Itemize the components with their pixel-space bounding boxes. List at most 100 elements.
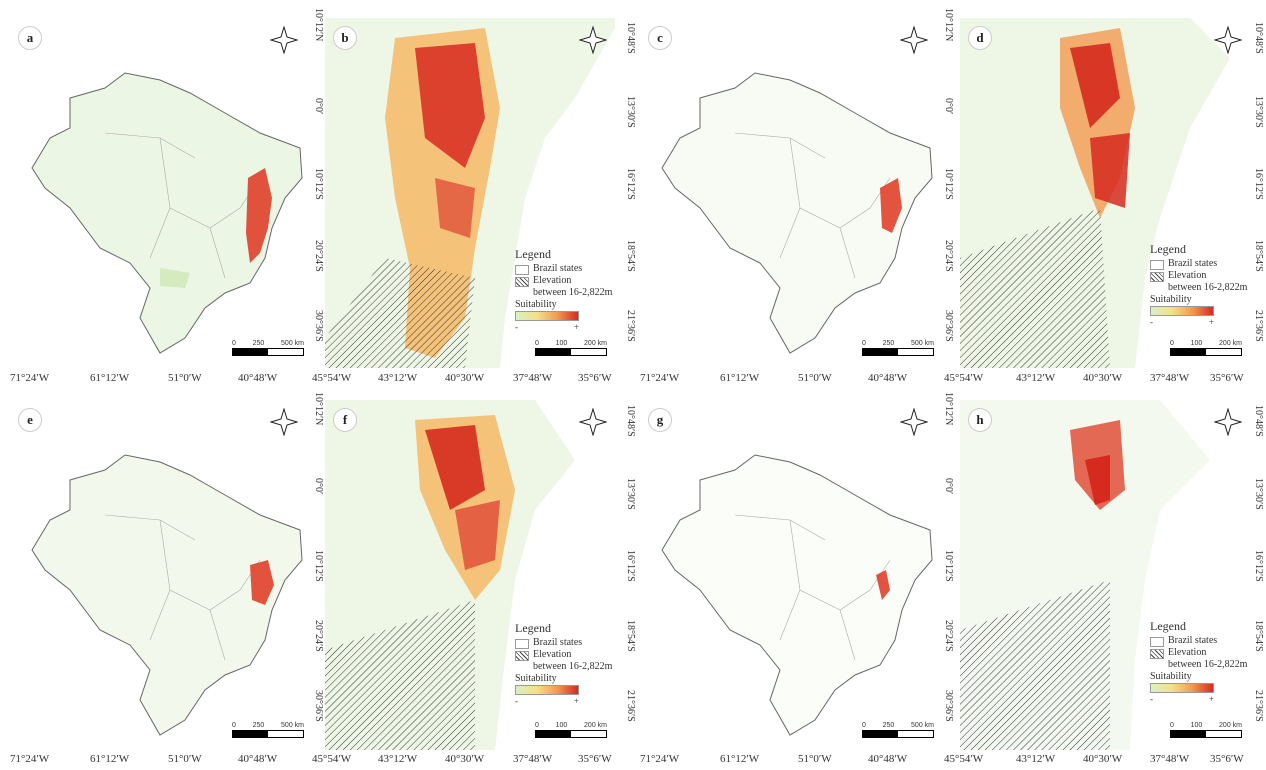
x-axis-label: 61°12′W (720, 372, 760, 384)
y-axis-label: 30°36′S (943, 690, 954, 722)
x-axis-label: 35°6′W (578, 372, 612, 384)
y-axis-label: 21°36′S (1253, 690, 1264, 722)
y-axis-label: 10°12′N (313, 392, 324, 426)
y-axis-label: 16°12′S (625, 550, 636, 582)
y-axis-label: 16°12′S (1253, 550, 1264, 582)
north-arrow-icon (270, 408, 298, 436)
x-axis-label: 43°12′W (1016, 753, 1056, 765)
y-axis-label: 16°12′S (625, 168, 636, 200)
brazil-map-a (31, 72, 303, 354)
y-axis-label: 0°0′ (313, 478, 324, 495)
north-arrow-icon (1214, 408, 1242, 436)
y-axis-label: 0°0′ (943, 478, 954, 495)
y-axis-label: 13°30′S (1253, 96, 1264, 128)
y-axis-label: 13°30′S (625, 96, 636, 128)
x-axis-label: 51°0′W (798, 753, 832, 765)
x-axis-label: 71°24′W (10, 372, 50, 384)
y-axis-label: 10°12′N (943, 8, 954, 42)
y-axis-label: 30°36′S (313, 310, 324, 342)
y-axis-label: 10°48′S (625, 22, 636, 54)
y-axis-label: 30°36′S (313, 690, 324, 722)
north-arrow-icon (900, 26, 928, 54)
zoom-map-h (960, 400, 1250, 750)
x-axis-label: 37°48′W (1150, 753, 1190, 765)
y-axis-label: 10°12′S (313, 550, 324, 582)
x-axis-label: 35°6′W (1210, 372, 1244, 384)
brazil-map-c (661, 72, 933, 354)
x-axis-label: 61°12′W (90, 753, 130, 765)
panel-letter-c: c (648, 26, 672, 50)
y-axis-label: 20°24′S (943, 620, 954, 652)
x-axis-label: 40°30′W (1083, 753, 1123, 765)
x-axis-label: 35°6′W (1210, 753, 1244, 765)
y-axis-label: 10°12′S (313, 168, 324, 200)
x-axis-label: 40°48′W (868, 753, 908, 765)
x-axis-label: 45°54′W (944, 753, 984, 765)
y-axis-label: 20°24′S (313, 240, 324, 272)
north-arrow-icon (1214, 26, 1242, 54)
y-axis-label: 18°54′S (1253, 240, 1264, 272)
x-axis-label: 37°48′W (513, 753, 553, 765)
north-arrow-icon (900, 408, 928, 436)
x-axis-label: 35°6′W (578, 753, 612, 765)
north-arrow-icon (579, 26, 607, 54)
x-axis-label: 61°12′W (720, 753, 760, 765)
x-axis-label: 45°54′W (312, 372, 352, 384)
panel-letter-f: f (333, 408, 357, 432)
x-axis-label: 40°48′W (238, 753, 278, 765)
y-axis-label: 20°24′S (313, 620, 324, 652)
y-axis-label: 10°12′N (943, 392, 954, 426)
north-arrow-icon (270, 26, 298, 54)
x-axis-label: 71°24′W (10, 753, 50, 765)
panel-letter-h: h (968, 408, 992, 432)
x-axis-label: 45°54′W (312, 753, 352, 765)
y-axis-label: 13°30′S (1253, 478, 1264, 510)
y-axis-label: 21°36′S (625, 690, 636, 722)
x-axis-label: 51°0′W (168, 372, 202, 384)
x-axis-label: 40°48′W (868, 372, 908, 384)
panel-letter-e: e (18, 408, 42, 432)
y-axis-label: 21°36′S (1253, 310, 1264, 342)
x-axis-label: 40°30′W (445, 753, 485, 765)
y-axis-label: 10°48′S (1253, 22, 1264, 54)
y-axis-label: 10°48′S (1253, 405, 1264, 437)
x-axis-label: 40°48′W (238, 372, 278, 384)
panel-letter-d: d (968, 26, 992, 50)
x-axis-label: 40°30′W (445, 372, 485, 384)
y-axis-label: 10°12′N (313, 8, 324, 42)
brazil-map-e (31, 454, 303, 736)
y-axis-label: 13°30′S (625, 478, 636, 510)
x-axis-label: 45°54′W (944, 372, 984, 384)
x-axis-label: 40°30′W (1083, 372, 1123, 384)
north-arrow-icon (579, 408, 607, 436)
y-axis-label: 18°54′S (1253, 620, 1264, 652)
zoom-map-f (325, 400, 615, 750)
x-axis-label: 61°12′W (90, 372, 130, 384)
y-axis-label: 18°54′S (625, 620, 636, 652)
x-axis-label: 37°48′W (1150, 372, 1190, 384)
y-axis-label: 30°36′S (943, 310, 954, 342)
y-axis-label: 20°24′S (943, 240, 954, 272)
y-axis-label: 21°36′S (625, 310, 636, 342)
zoom-map-b (325, 18, 615, 368)
x-axis-label: 37°48′W (513, 372, 553, 384)
x-axis-label: 43°12′W (378, 372, 418, 384)
